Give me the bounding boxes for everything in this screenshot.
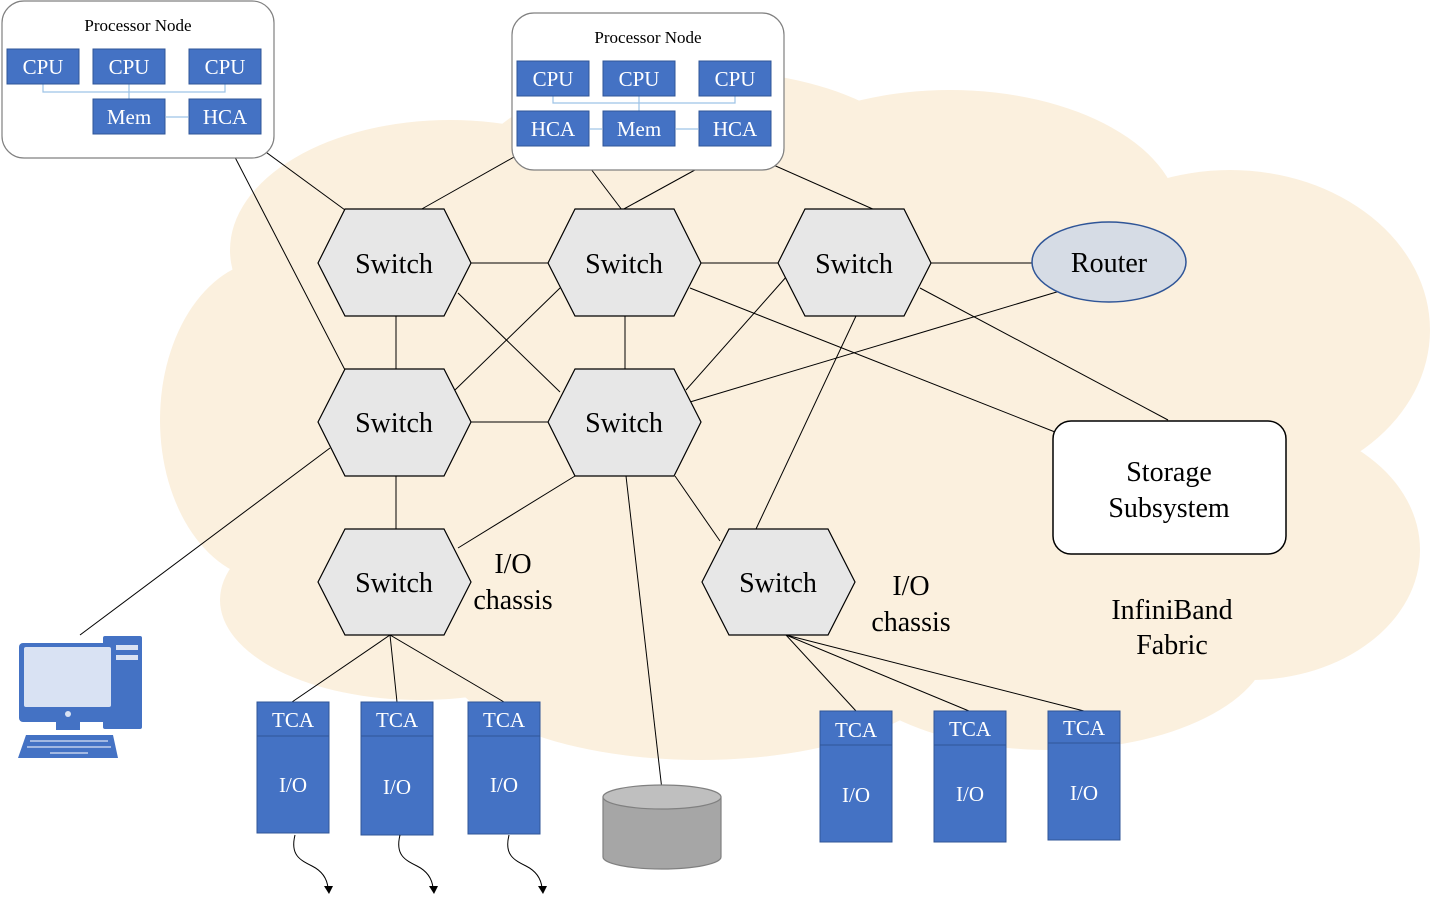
processor-node-2: Processor Node CPU CPU CPU HCA Mem — [511, 12, 785, 171]
svg-text:TCA: TCA — [483, 708, 526, 732]
cpu-block: CPU — [516, 60, 590, 97]
svg-text:chassis: chassis — [871, 607, 950, 638]
cpu-block: CPU — [188, 48, 262, 85]
hca-block: HCA — [516, 110, 590, 147]
cpu-block: CPU — [698, 60, 772, 97]
svg-text:chassis: chassis — [473, 585, 552, 616]
svg-text:I/O: I/O — [490, 773, 518, 797]
svg-text:TCA: TCA — [835, 718, 878, 742]
svg-text:InfiniBand: InfiniBand — [1111, 595, 1232, 626]
svg-text:I/O: I/O — [279, 773, 307, 797]
svg-text:Mem: Mem — [617, 117, 661, 141]
svg-text:I/O: I/O — [842, 783, 870, 807]
svg-text:Router: Router — [1071, 248, 1148, 279]
svg-text:Fabric: Fabric — [1136, 630, 1208, 661]
router: Router — [1031, 221, 1187, 303]
svg-text:HCA: HCA — [203, 105, 248, 129]
output-arrows — [293, 834, 543, 889]
cpu-block: CPU — [6, 48, 80, 85]
tca-io-module: TCA I/O — [360, 701, 434, 836]
hca-block: HCA — [698, 110, 772, 147]
svg-text:CPU: CPU — [205, 55, 246, 79]
svg-text:HCA: HCA — [713, 117, 758, 141]
svg-text:I/O: I/O — [892, 571, 929, 602]
svg-text:Subsystem: Subsystem — [1108, 493, 1230, 524]
svg-text:Switch: Switch — [355, 568, 433, 599]
switch-3: Switch — [777, 208, 932, 317]
svg-text:CPU: CPU — [619, 67, 660, 91]
svg-text:TCA: TCA — [272, 708, 315, 732]
cpu-bus-lines — [42, 84, 226, 118]
svg-text:I/O: I/O — [956, 782, 984, 806]
fabric-links — [79, 135, 1169, 791]
tca-io-module: TCA I/O — [1047, 710, 1121, 841]
switch-7: Switch — [701, 528, 856, 636]
tca-io-module: TCA I/O — [256, 701, 330, 834]
mem-block: Mem — [92, 98, 166, 135]
processor-node-title: Processor Node — [84, 16, 191, 35]
svg-text:TCA: TCA — [376, 708, 419, 732]
computer-icon — [18, 636, 142, 758]
io-chassis-label-right: I/O chassis — [871, 571, 950, 638]
cpu-block: CPU — [602, 60, 676, 97]
svg-text:I/O: I/O — [383, 775, 411, 799]
processor-node-1: Processor Node CPU CPU CPU Mem HCA — [1, 0, 275, 159]
svg-text:CPU: CPU — [109, 55, 150, 79]
svg-text:Switch: Switch — [815, 249, 893, 280]
svg-text:CPU: CPU — [533, 67, 574, 91]
svg-text:CPU: CPU — [23, 55, 64, 79]
mem-block: Mem — [602, 110, 676, 147]
svg-text:Mem: Mem — [107, 105, 151, 129]
switch-6: Switch — [317, 528, 472, 636]
svg-text:Switch: Switch — [739, 568, 817, 599]
switch-5: Switch — [547, 368, 702, 477]
svg-text:TCA: TCA — [949, 717, 992, 741]
processor-node-title: Processor Node — [594, 28, 701, 47]
svg-text:I/O: I/O — [494, 549, 531, 580]
tca-io-module: TCA I/O — [933, 710, 1007, 843]
svg-text:I/O: I/O — [1070, 781, 1098, 805]
svg-text:Switch: Switch — [585, 408, 663, 439]
svg-text:CPU: CPU — [715, 67, 756, 91]
svg-text:Switch: Switch — [355, 408, 433, 439]
tca-io-module: TCA I/O — [819, 710, 893, 843]
switch-1: Switch — [317, 208, 472, 317]
svg-text:Storage: Storage — [1126, 457, 1212, 488]
svg-text:Switch: Switch — [355, 249, 433, 280]
switch-2: Switch — [547, 208, 702, 317]
disk-icon — [602, 784, 722, 870]
svg-text:Switch: Switch — [585, 249, 663, 280]
io-chassis-label-left: I/O chassis — [473, 549, 552, 616]
storage-subsystem: Storage Subsystem — [1052, 420, 1287, 555]
arrowhead-icon — [324, 886, 547, 894]
cpu-bus-lines — [552, 95, 736, 130]
tca-io-module: TCA I/O — [467, 701, 541, 835]
switch-4: Switch — [317, 368, 472, 477]
hca-block: HCA — [188, 98, 262, 135]
svg-text:TCA: TCA — [1063, 716, 1106, 740]
infiniband-fabric-label: InfiniBand Fabric — [1111, 595, 1232, 661]
cpu-block: CPU — [92, 48, 166, 85]
svg-text:HCA: HCA — [531, 117, 576, 141]
